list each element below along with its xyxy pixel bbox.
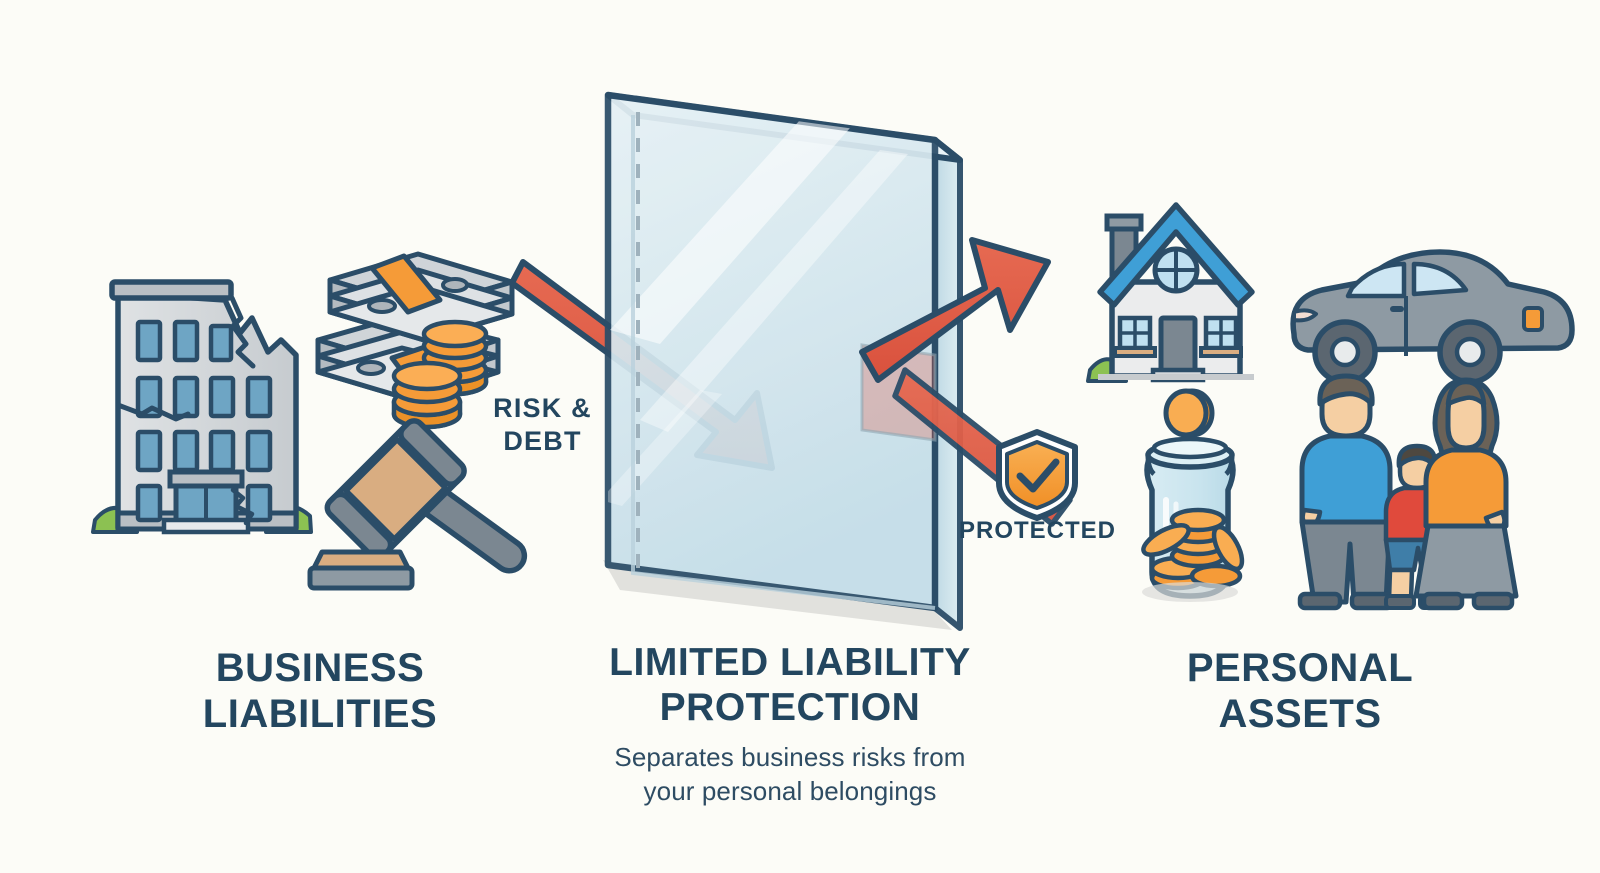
family-icon (1297, 373, 1519, 611)
center-panel-subtitle: Separates business risks from your perso… (545, 740, 1035, 809)
father-figure (1297, 373, 1395, 611)
center-panel-title: LIMITED LIABILITY PROTECTION (540, 640, 1040, 730)
left-panel-title: BUSINESS LIABILITIES (130, 645, 510, 738)
savings-jar-icon (1141, 388, 1245, 602)
left-title-line-2: LIABILITIES (202, 692, 438, 737)
center-subtitle-line-1: Separates business risks from (614, 742, 966, 772)
risk-debt-label-line-1: RISK & (493, 393, 592, 423)
car-icon (1290, 249, 1575, 385)
risk-debt-label-line-2: DEBT (503, 425, 582, 456)
check-icon (1016, 458, 1060, 493)
protected-arrow (859, 237, 1073, 527)
mother-figure (1413, 377, 1519, 611)
right-panel-title: PERSONAL ASSETS (1110, 645, 1490, 738)
risk-debt-label: RISK & DEBT (470, 392, 615, 458)
right-title-line-2: ASSETS (1218, 692, 1382, 737)
glass-shield-panel (604, 91, 963, 631)
cracked-building-icon (91, 279, 313, 535)
glass-panel-shadow (603, 560, 952, 630)
house-icon (1086, 202, 1255, 383)
left-title-line-1: BUSINESS (215, 646, 425, 690)
protected-label: PROTECTED (958, 517, 1116, 544)
shield-check-badge (996, 429, 1078, 521)
center-subtitle-line-2: your personal belongings (643, 776, 937, 807)
center-title-line-1: LIMITED LIABILITY (609, 641, 971, 684)
right-title-line-1: PERSONAL (1186, 646, 1414, 690)
falling-coin-icon (1163, 388, 1215, 438)
child-figure (1383, 443, 1451, 610)
center-title-line-2: PROTECTION (659, 686, 921, 730)
